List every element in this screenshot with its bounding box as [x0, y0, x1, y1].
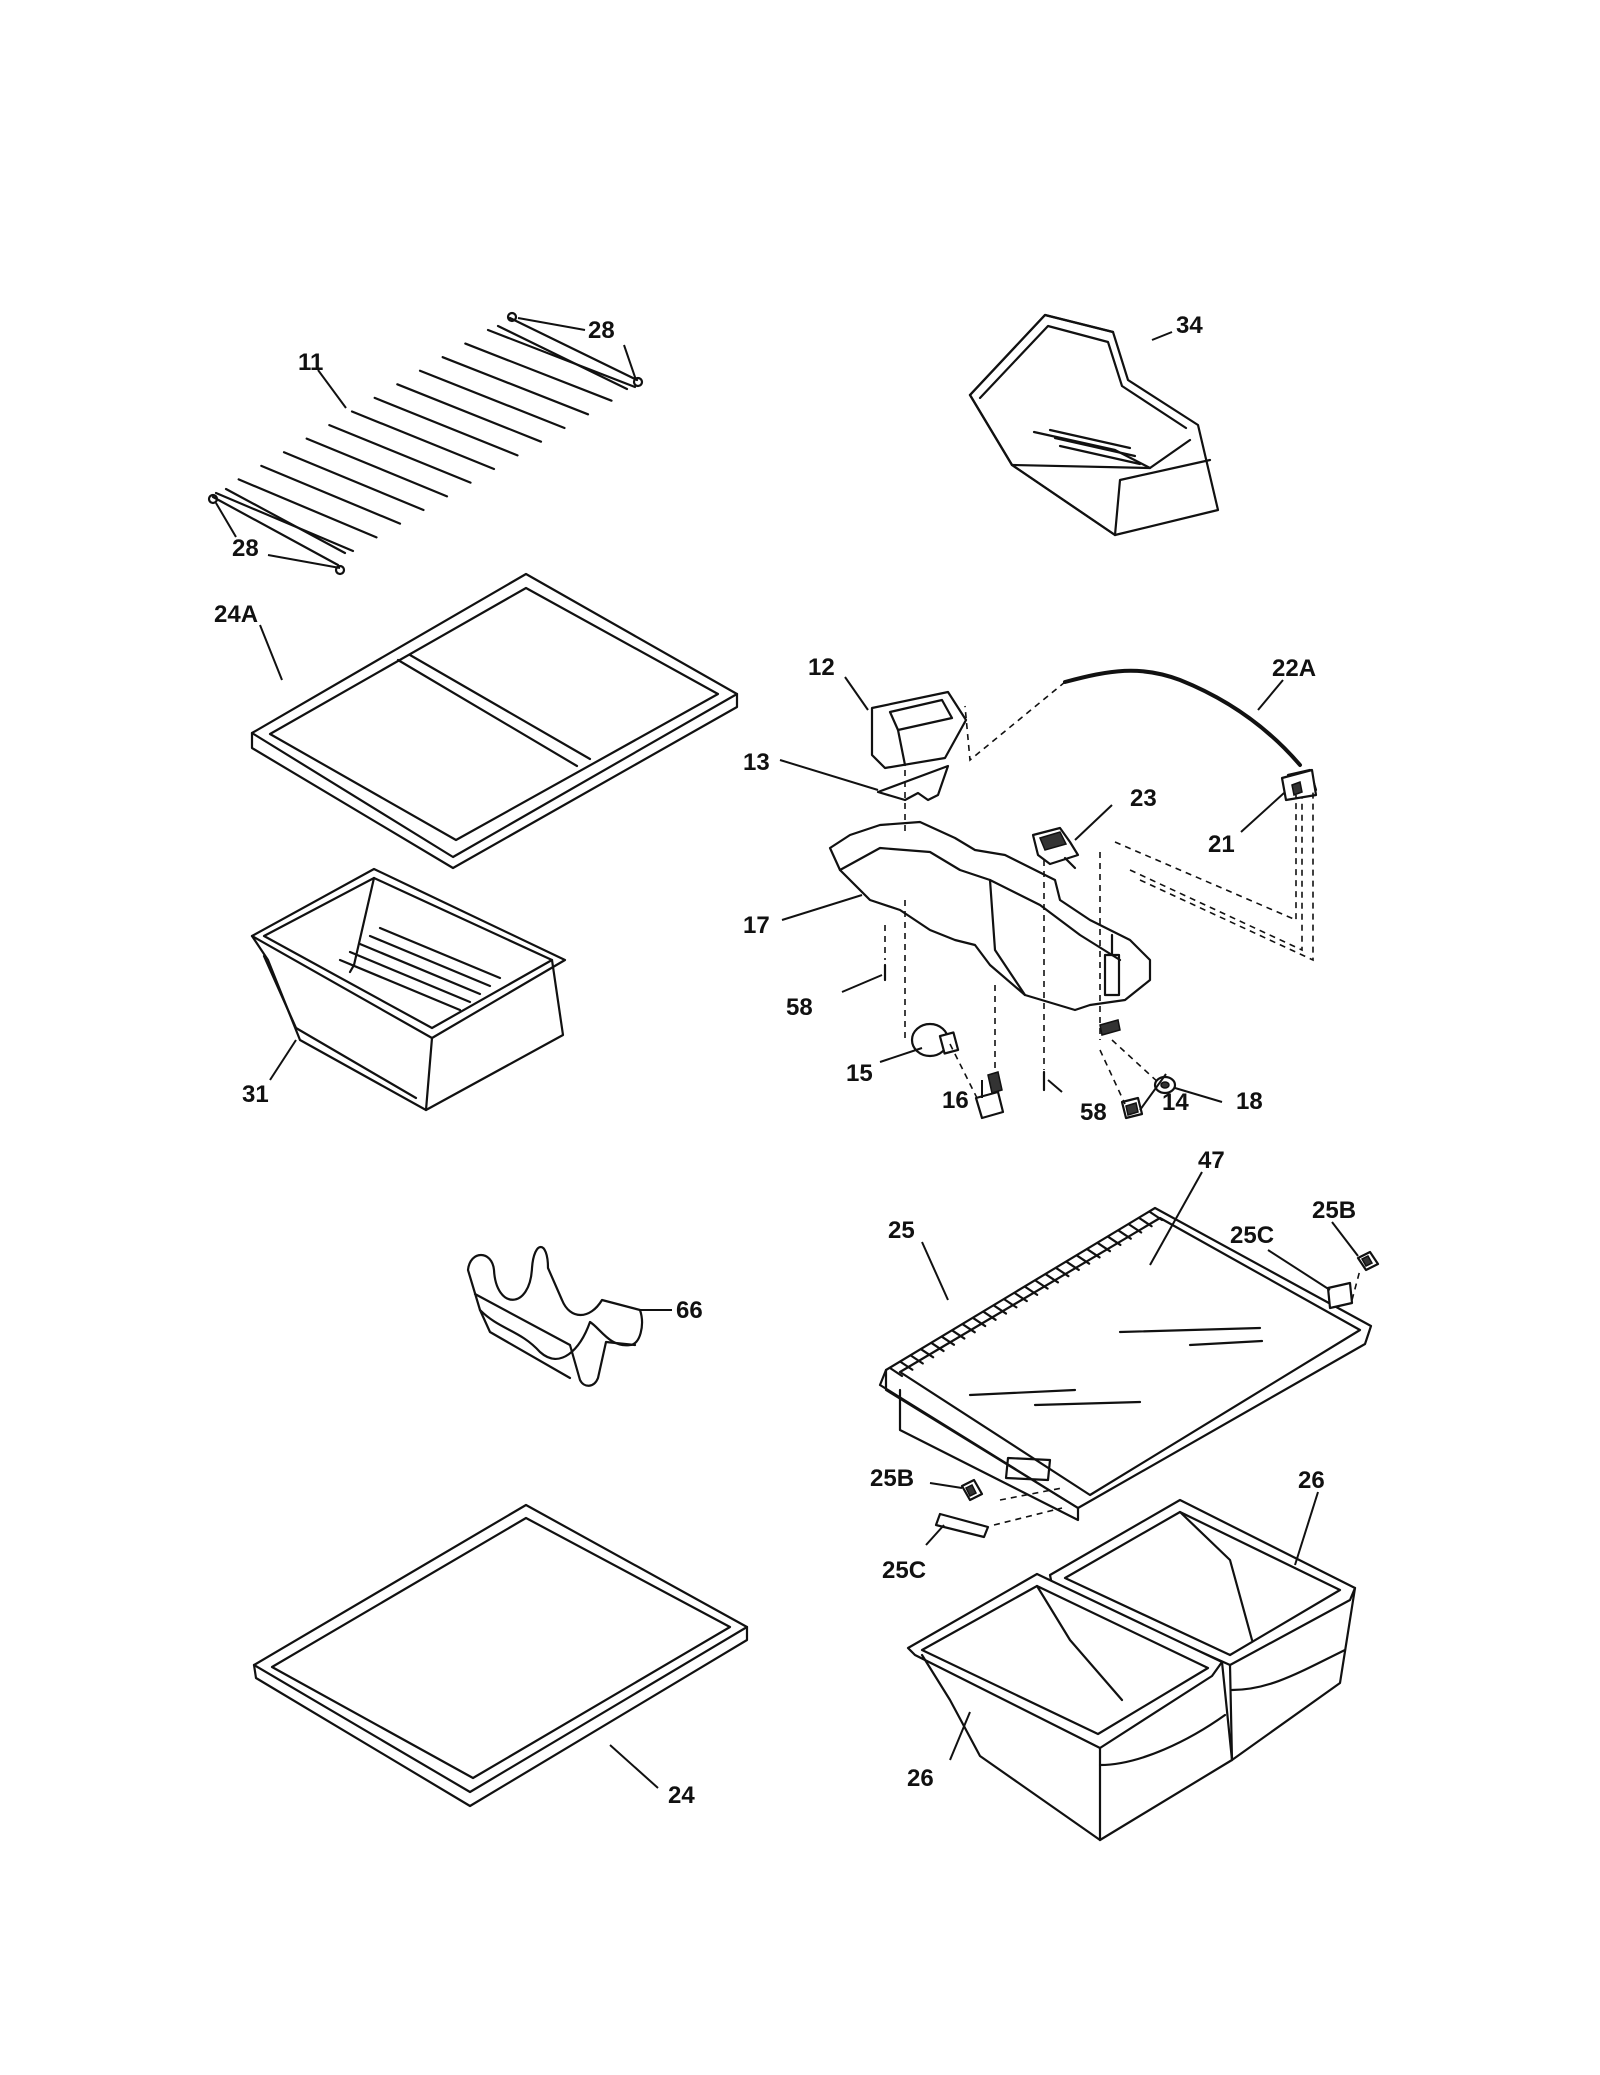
shelf-frame-part-25 [878, 1206, 1373, 1522]
glass-shelf-part-24A [250, 572, 739, 870]
control-box-part-12 [870, 690, 968, 770]
wire-shelf-part-11 [211, 316, 639, 567]
callout-17: 17 [743, 912, 770, 939]
callout-23: 23 [1130, 785, 1157, 812]
callout-58-left: 58 [786, 994, 813, 1021]
callout-58-right: 58 [1080, 1099, 1107, 1126]
callout-28-top: 28 [588, 317, 615, 344]
callout-66: 66 [676, 1297, 703, 1324]
callout-34: 34 [1176, 312, 1203, 339]
bin-part-34 [968, 313, 1220, 537]
callout-labels: 11 28 28 34 24A 12 22A 13 23 21 17 58 15… [214, 312, 1356, 1809]
end-cap-part-28 [207, 311, 644, 576]
callout-13: 13 [743, 749, 770, 776]
crisper-bin-part-31 [250, 867, 567, 1112]
callout-28-bottom: 28 [232, 535, 259, 562]
glass-shelf-part-24 [252, 1503, 749, 1808]
callout-12: 12 [808, 654, 835, 681]
wire-rack-part-66 [466, 1246, 644, 1387]
wire-harness-part-22A [1063, 668, 1318, 797]
callout-22A: 22A [1272, 655, 1316, 682]
glass-part-47 [898, 1216, 1362, 1497]
callout-16: 16 [942, 1087, 969, 1114]
crisper-drawer-part-26-left [906, 1572, 1234, 1842]
shelf-lock-part-25B [960, 1250, 1380, 1502]
callout-14: 14 [1162, 1089, 1189, 1116]
callout-25C-bottom: 25C [882, 1557, 926, 1584]
leader-lines [215, 317, 1359, 1789]
callout-25: 25 [888, 1217, 915, 1244]
housing-part-17 [828, 820, 1152, 1036]
callout-25B-bottom: 25B [870, 1465, 914, 1492]
callout-31: 31 [242, 1081, 269, 1108]
callout-15: 15 [846, 1060, 873, 1087]
light-bulb-part-15 [910, 1022, 960, 1058]
switch-part-14 [1120, 1096, 1144, 1120]
light-socket-part-16 [974, 1071, 1005, 1120]
shelf-bracket-part-25C [934, 1281, 1354, 1539]
callout-18: 18 [1236, 1088, 1263, 1115]
callout-47: 47 [1198, 1147, 1225, 1174]
damper-part-13 [876, 764, 950, 802]
thermostat-part-23 [1031, 826, 1080, 870]
callout-24A: 24A [214, 601, 258, 628]
shelf-assembly-guides [993, 1269, 1361, 1526]
callout-11: 11 [298, 349, 323, 376]
assembly-guide-lines [884, 681, 1314, 1105]
connector-part-21 [1280, 768, 1318, 802]
screw-part-58 [883, 963, 1046, 1092]
callout-25B-top: 25B [1312, 1197, 1356, 1224]
callout-24: 24 [668, 1782, 695, 1809]
callout-26-bottom: 26 [907, 1765, 934, 1792]
callout-21: 21 [1208, 831, 1235, 858]
callout-26-top: 26 [1298, 1467, 1325, 1494]
callout-25C-top: 25C [1230, 1222, 1274, 1249]
